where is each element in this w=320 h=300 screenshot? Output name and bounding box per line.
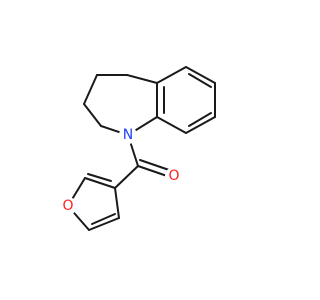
bond-c16-c17-inner bbox=[87, 173, 112, 182]
atom-carbonyl-oxygen: O bbox=[165, 167, 183, 185]
bond-c9-c14 bbox=[185, 66, 216, 84]
structure-diagram: N O O bbox=[59, 66, 216, 231]
bond-c13-c12 bbox=[185, 116, 216, 134]
bond-c4-c3 bbox=[83, 74, 98, 105]
atom-label-o-furan: O bbox=[62, 198, 73, 214]
bond-c10-c5 bbox=[126, 74, 158, 84]
bond-c15-o-2 bbox=[139, 159, 173, 172]
bond-c18-c19 bbox=[88, 217, 120, 231]
bond-c3-c2 bbox=[83, 103, 102, 127]
bond-c10-c9 bbox=[156, 66, 187, 84]
bond-c18-c19-inner bbox=[91, 213, 116, 225]
bond-c12-c11 bbox=[156, 116, 187, 134]
atom-label-o-carbonyl: O bbox=[168, 168, 179, 184]
bond-c16-c17 bbox=[84, 177, 116, 189]
atom-furan-oxygen: O bbox=[59, 197, 77, 215]
atom-nitrogen: N bbox=[119, 126, 137, 144]
bond-c15-o bbox=[137, 165, 171, 178]
bond-lines bbox=[67, 66, 216, 231]
atom-label-n: N bbox=[123, 127, 133, 143]
bond-c9-c14-inner bbox=[188, 73, 212, 88]
bond-c19-c16 bbox=[114, 187, 120, 219]
bond-c13-c12-inner bbox=[188, 112, 212, 127]
bond-c15-c16 bbox=[114, 165, 139, 189]
